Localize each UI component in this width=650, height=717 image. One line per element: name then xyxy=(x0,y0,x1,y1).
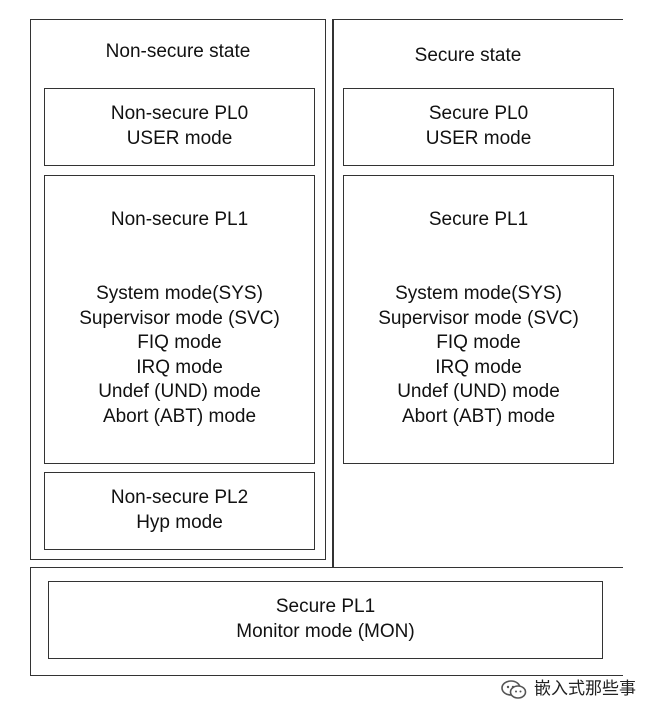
secure-monitor-box: Secure PL1 Monitor mode (MON) xyxy=(48,581,603,659)
secure-mode-svc: Supervisor mode (SVC) xyxy=(378,307,579,329)
monitor-region-top-edge xyxy=(30,567,623,568)
nonsecure-pl2-label: Non-secure PL2 xyxy=(110,487,249,508)
nonsecure-pl0-mode: USER mode xyxy=(126,127,233,149)
nonsecure-pl1-box: Non-secure PL1 System mode(SYS) Supervis… xyxy=(44,175,315,464)
nonsecure-mode-und: Undef (UND) mode xyxy=(98,381,261,403)
secure-pl0-box: Secure PL0 USER mode xyxy=(343,88,614,166)
secure-pl0-label: Secure PL0 xyxy=(428,103,529,124)
nonsecure-mode-fiq: FIQ mode xyxy=(137,332,222,354)
secure-pl1-title: Secure PL1 xyxy=(428,209,529,230)
secure-mode-irq: IRQ mode xyxy=(435,356,522,378)
nonsecure-pl2-mode: Hyp mode xyxy=(136,511,223,533)
monitor-region-left-edge xyxy=(30,567,31,676)
nonsecure-pl0-label: Non-secure PL0 xyxy=(110,103,249,124)
watermark-text: 嵌入式那些事 xyxy=(534,679,636,698)
nonsecure-mode-sys: System mode(SYS) xyxy=(96,283,263,304)
monitor-region-bottom-edge xyxy=(30,675,623,676)
nonsecure-pl2-box: Non-secure PL2 Hyp mode xyxy=(44,472,315,550)
nonsecure-mode-abt: Abort (ABT) mode xyxy=(102,405,257,427)
nonsecure-mode-svc: Supervisor mode (SVC) xyxy=(79,307,280,329)
nonsecure-state-container xyxy=(30,19,326,560)
nonsecure-mode-irq: IRQ mode xyxy=(136,356,223,378)
nonsecure-state-title: Non-secure state xyxy=(105,41,251,62)
secure-monitor-mode: Monitor mode (MON) xyxy=(236,620,415,642)
secure-state-title: Secure state xyxy=(414,45,522,66)
secure-pl1-box: Secure PL1 System mode(SYS) Supervisor m… xyxy=(343,175,614,464)
watermark: 嵌入式那些事 xyxy=(500,677,640,703)
wechat-icon xyxy=(500,679,528,701)
secure-mode-und: Undef (UND) mode xyxy=(397,381,560,403)
nonsecure-shadow-right xyxy=(332,19,333,567)
secure-state-top-edge xyxy=(333,19,623,20)
secure-pl0-mode: USER mode xyxy=(425,127,532,149)
secure-mode-sys: System mode(SYS) xyxy=(395,283,562,304)
secure-mode-abt: Abort (ABT) mode xyxy=(401,405,556,427)
secure-state-left-edge xyxy=(333,19,334,568)
nonsecure-pl0-box: Non-secure PL0 USER mode xyxy=(44,88,315,166)
secure-monitor-label: Secure PL1 xyxy=(275,596,376,617)
secure-mode-fiq: FIQ mode xyxy=(436,332,521,354)
nonsecure-pl1-title: Non-secure PL1 xyxy=(110,209,249,230)
